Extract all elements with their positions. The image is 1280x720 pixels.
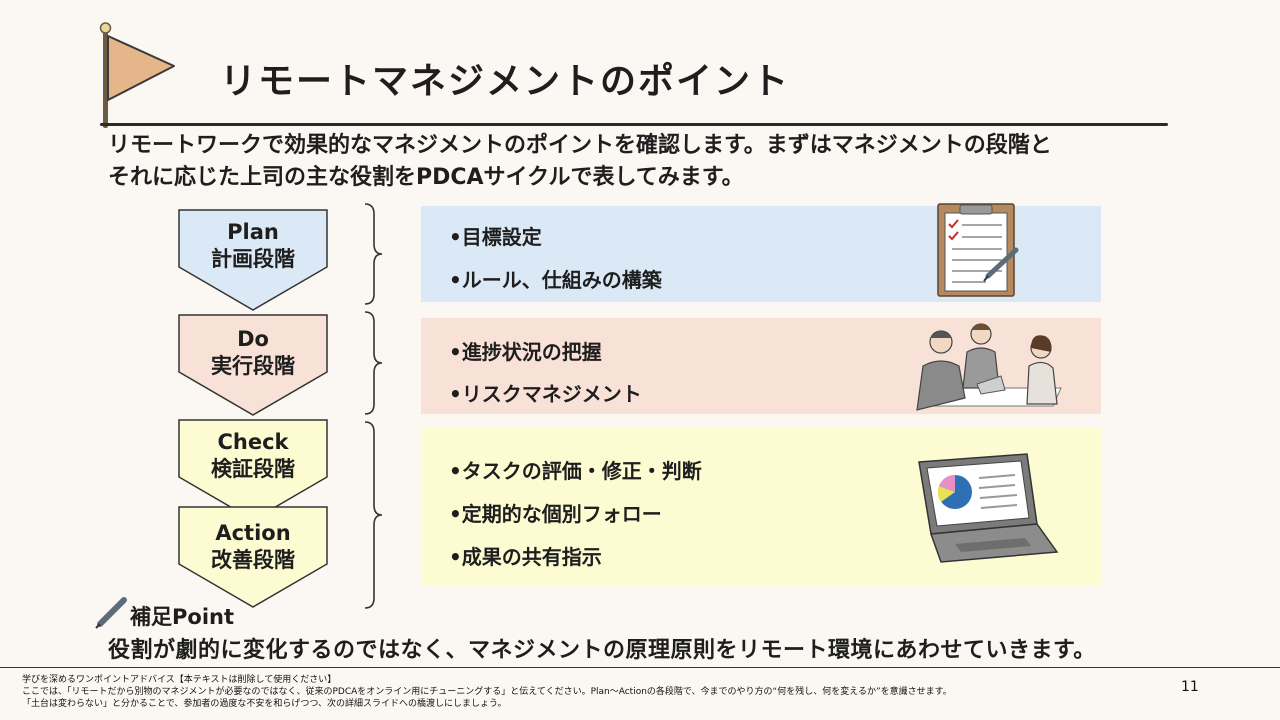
stage-action: Action 改善段階 xyxy=(178,506,328,608)
list-item: •リスクマネジメント xyxy=(449,382,642,406)
page-title: リモートマネジメントのポイント xyxy=(220,61,791,102)
stage-name: Plan xyxy=(227,220,279,244)
stage-label: 計画段階 xyxy=(211,247,295,271)
panel-do: •進捗状況の把握 •リスクマネジメント xyxy=(421,318,1101,414)
meeting-people-icon xyxy=(916,323,1062,411)
stage-name: Action xyxy=(215,521,291,545)
flag-icon xyxy=(99,22,175,128)
list-item: •目標設定 xyxy=(449,225,542,249)
list-item: •タスクの評価・修正・判断 xyxy=(449,459,702,483)
brace-plan xyxy=(364,203,383,305)
stage-label: 検証段階 xyxy=(211,457,295,481)
hint-label: 補足Point xyxy=(130,605,235,629)
stage-label: 実行段階 xyxy=(211,354,295,378)
speaker-notes: 学びを深めるワンポイントアドバイス【本テキストは削除して使用ください】 ここでは… xyxy=(22,674,952,710)
stage-name: Check xyxy=(217,430,289,454)
stage-label: 改善段階 xyxy=(211,548,295,572)
list-item: •定期的な個別フォロー xyxy=(449,502,662,526)
intro-line-1: リモートワークで効果的なマネジメントのポイントを確認します。まずはマネジメントの… xyxy=(108,133,1052,158)
clipboard-icon xyxy=(937,203,1019,297)
notes-line-1: 学びを深めるワンポイントアドバイス【本テキストは削除して使用ください】 xyxy=(22,675,337,685)
list-item: •成果の共有指示 xyxy=(449,545,602,569)
stage-do: Do 実行段階 xyxy=(178,314,328,416)
notes-divider xyxy=(0,667,1280,668)
list-item: •進捗状況の把握 xyxy=(449,340,602,364)
brace-do xyxy=(364,311,383,415)
stage-name: Do xyxy=(237,327,269,351)
list-item: •ルール、仕組みの構築 xyxy=(449,268,662,292)
stage-plan: Plan 計画段階 xyxy=(178,209,328,311)
panel-plan: •目標設定 •ルール、仕組みの構築 xyxy=(421,203,1101,302)
panel-check-action: •タスクの評価・修正・判断 •定期的な個別フォロー •成果の共有指示 xyxy=(421,427,1101,586)
notes-line-3: 「土台は変わらない」と分かることで、参加者の過度な不安を和らげつつ、次の詳細スラ… xyxy=(22,699,507,709)
page-number: 11 xyxy=(1181,679,1199,695)
pencil-icon xyxy=(95,597,127,629)
intro-line-2: それに応じた上司の主な役割をPDCAサイクルで表してみます。 xyxy=(108,165,744,190)
intro-text: リモートワークで効果的なマネジメントのポイントを確認します。まずはマネジメントの… xyxy=(108,130,1168,194)
stage-check: Check 検証段階 xyxy=(178,419,328,521)
hint-text: 役割が劇的に変化するのではなく、マネジメントの原理原則をリモート環境にあわせてい… xyxy=(108,638,1096,663)
title-divider xyxy=(100,123,1168,126)
notes-line-2: ここでは、「リモートだから別物のマネジメントが必要なのではなく、従来のPDCAを… xyxy=(22,687,952,697)
laptop-chart-icon xyxy=(918,453,1059,563)
brace-check-action xyxy=(364,421,383,609)
